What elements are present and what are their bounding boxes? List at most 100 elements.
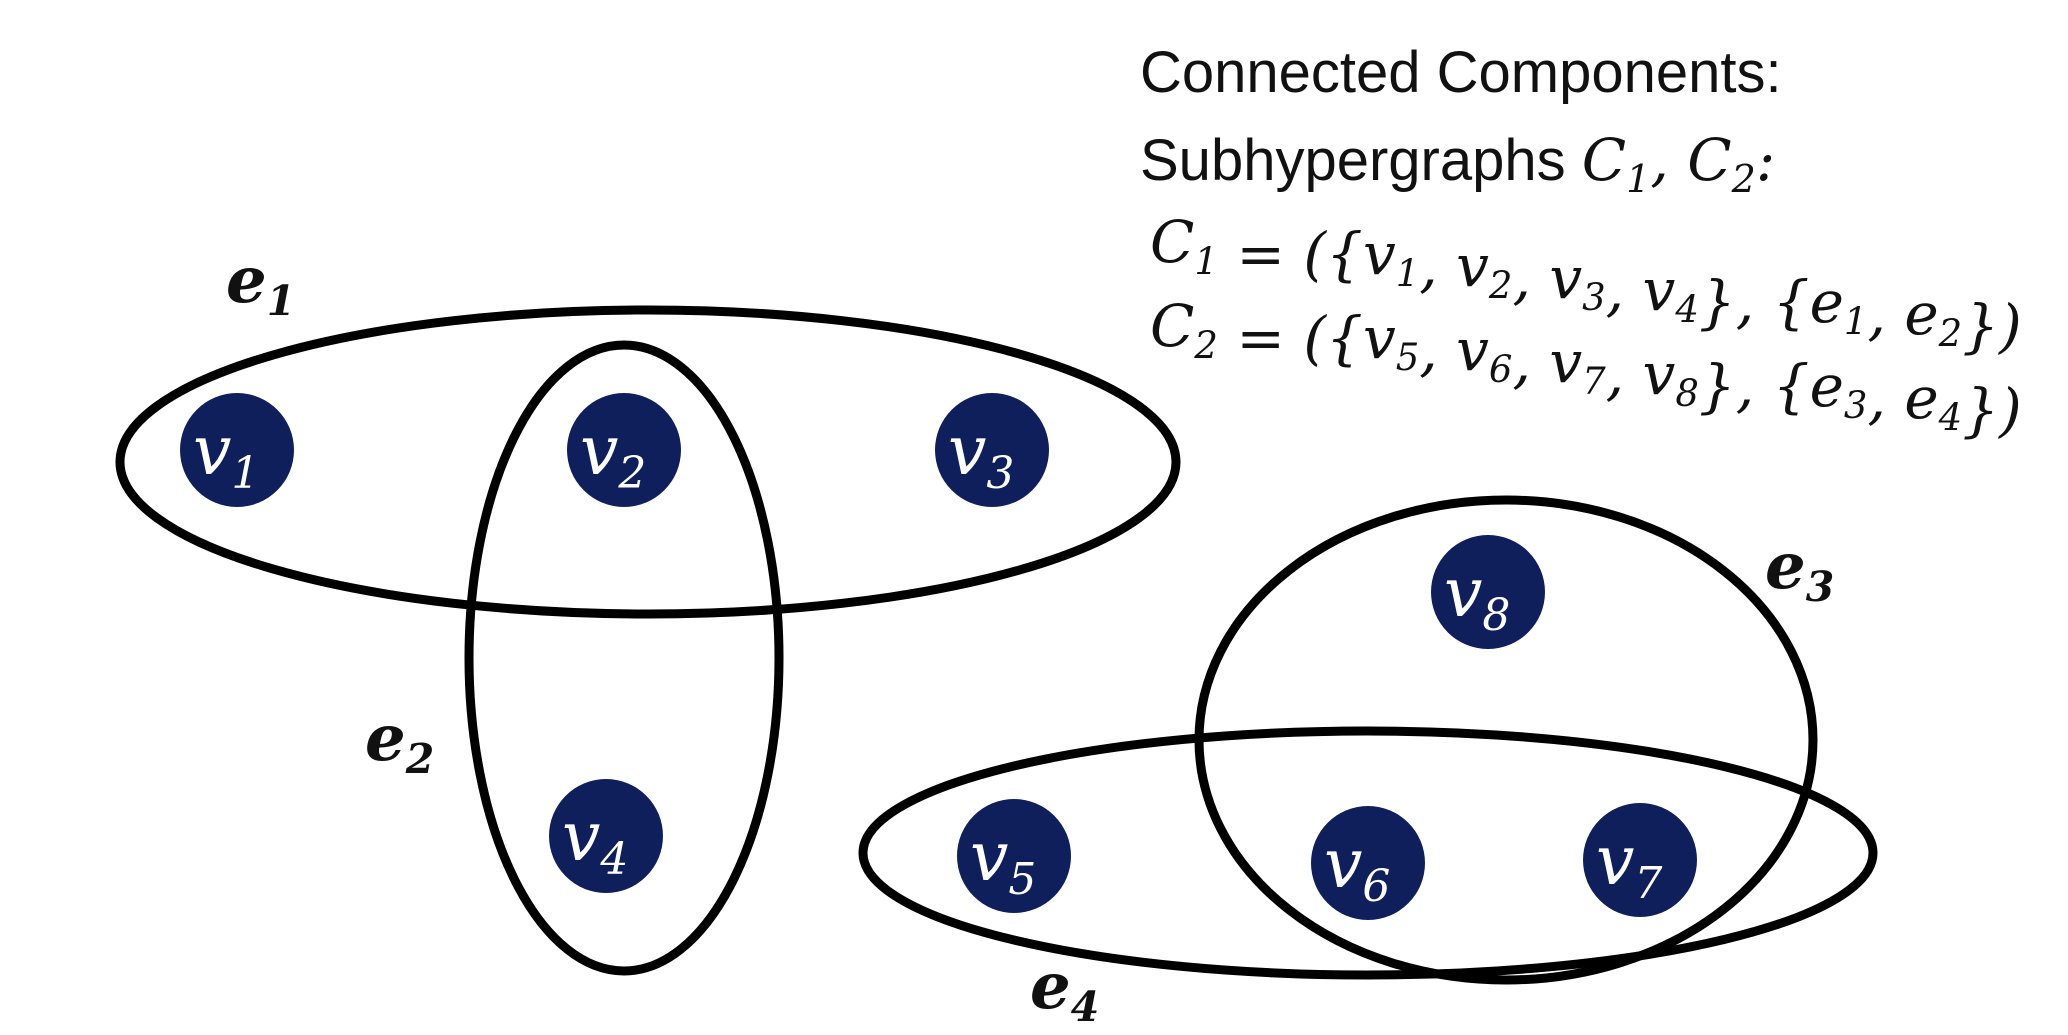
heading-c2-base: C xyxy=(1687,126,1731,194)
hyperedge-label-sub: 4 xyxy=(1071,983,1100,1031)
hyperedge-label-sub: 2 xyxy=(405,735,435,783)
component-name-base: C xyxy=(1150,208,1194,276)
component-vertex-base: v xyxy=(1363,304,1396,372)
vertex-label: v8 xyxy=(1444,554,1510,641)
vertex-label-sub: 1 xyxy=(231,448,259,499)
hyperedge-label-base: e xyxy=(1765,529,1806,604)
hyperedge-label-sub: 1 xyxy=(267,277,296,325)
component-edge-base: e xyxy=(1904,280,1938,348)
component-vertex-sub: 7 xyxy=(1582,360,1606,403)
vertex-circle xyxy=(1311,806,1425,920)
vertex-v1: v1 xyxy=(180,393,294,507)
vertex-v2: v2 xyxy=(567,393,681,507)
component-name-base: C xyxy=(1150,292,1194,360)
component-vertex-base: v xyxy=(1456,316,1489,384)
vertex-label-sub: 8 xyxy=(1482,590,1510,641)
hyperedges xyxy=(115,305,1878,985)
hyperedge-e1 xyxy=(115,305,1181,619)
component-edge-base: e xyxy=(1810,268,1844,336)
vertex-circle xyxy=(1431,535,1545,649)
vertex-v5: v5 xyxy=(957,799,1071,913)
hyperedge-e4 xyxy=(858,726,1878,980)
vertex-v3: v3 xyxy=(935,393,1049,507)
heading-colon: : xyxy=(1756,126,1776,194)
vertex-label-base: v xyxy=(1324,825,1362,904)
component-vertex-base: v xyxy=(1643,256,1676,324)
vertex-circle xyxy=(567,393,681,507)
heading-line1: Connected Components: xyxy=(1140,40,1782,105)
hyperedge-label-e1: e1 xyxy=(226,243,295,325)
hyperedge-label-base: e xyxy=(1030,949,1071,1024)
vertex-label-sub: 5 xyxy=(1008,854,1036,905)
component-edge-sub: 2 xyxy=(1938,312,1963,355)
vertex-v7: v7 xyxy=(1583,803,1697,917)
vertex-v8: v8 xyxy=(1431,535,1545,649)
component-name-sub: 2 xyxy=(1193,324,1218,367)
component-edge-sub: 4 xyxy=(1938,396,1963,439)
component-vertex-base: v xyxy=(1643,340,1676,408)
vertex-label-sub: 7 xyxy=(1634,858,1662,909)
hyperedge-label-e2: e2 xyxy=(365,701,434,783)
vertex-label: v7 xyxy=(1596,822,1662,909)
component-def-1: C1 = ({v1, v2, v3, v4}, {e1, e2}) xyxy=(1150,208,2022,360)
vertex-label-base: v xyxy=(193,412,231,491)
vertex-circle xyxy=(180,393,294,507)
component-vertex-sub: 2 xyxy=(1488,264,1513,307)
component-vertex-sub: 8 xyxy=(1675,372,1699,415)
component-vertex-sub: 6 xyxy=(1489,348,1513,391)
hyperedge-label-e4: e4 xyxy=(1030,949,1099,1031)
component-name-sub: 1 xyxy=(1194,240,1218,283)
heading-c1-base: C xyxy=(1582,126,1626,194)
component-edge-sub: 3 xyxy=(1844,384,1868,427)
component-def-2: C2 = ({v5, v6, v7, v8}, {e3, e4}) xyxy=(1150,292,2022,444)
vertex-label: v6 xyxy=(1324,825,1390,912)
vertex-label-sub: 2 xyxy=(617,448,646,499)
vertex-label-base: v xyxy=(580,412,618,491)
component-vertex-base: v xyxy=(1549,244,1582,312)
vertex-circle xyxy=(1583,803,1697,917)
hyperedge-label-sub: 3 xyxy=(1806,563,1835,611)
vertex-label-base: v xyxy=(948,412,986,491)
vertex-label-base: v xyxy=(562,798,600,877)
vertex-v4: v4 xyxy=(549,779,663,893)
vertex-label-sub: 4 xyxy=(599,834,628,885)
vertex-label-sub: 6 xyxy=(1362,861,1390,912)
hyperedge-label-e3: e3 xyxy=(1765,529,1834,611)
hyperedge-e2 xyxy=(464,340,784,976)
component-vertex-base: v xyxy=(1363,220,1396,288)
component-edge-sub: 1 xyxy=(1844,300,1868,343)
component-vertex-sub: 4 xyxy=(1674,288,1699,331)
vertex-label: v4 xyxy=(562,798,628,885)
vertex-label: v3 xyxy=(948,412,1014,499)
heading-sep: , xyxy=(1650,126,1687,194)
heading-line2-text: Subhypergraphs xyxy=(1140,128,1582,193)
component-vertex-base: v xyxy=(1456,232,1489,300)
component-vertex-base: v xyxy=(1549,328,1582,396)
vertex-circle xyxy=(549,779,663,893)
vertex-label: v5 xyxy=(970,818,1036,905)
hyperedge-label-base: e xyxy=(365,701,406,776)
vertex-label-base: v xyxy=(970,818,1008,897)
component-edge-base: e xyxy=(1810,352,1844,420)
heading-c2-sub: 2 xyxy=(1731,157,1756,201)
heading-c1-sub: 1 xyxy=(1626,157,1650,201)
vertex-circle xyxy=(935,393,1049,507)
hyperedge-label-base: e xyxy=(226,243,267,318)
component-vertex-sub: 1 xyxy=(1396,252,1420,295)
component-vertex-sub: 3 xyxy=(1582,276,1606,319)
vertex-circle xyxy=(957,799,1071,913)
vertex-label: v2 xyxy=(580,412,646,499)
heading-line2: Subhypergraphs C1, C2: xyxy=(1140,126,1775,201)
component-definitions: C1 = ({v1, v2, v3, v4}, {e1, e2})C2 = ({… xyxy=(1150,208,2022,444)
components-heading: Connected Components: Subhypergraphs C1,… xyxy=(1140,40,1782,201)
vertex-v6: v6 xyxy=(1311,806,1425,920)
vertex-label-base: v xyxy=(1444,554,1482,633)
component-vertex-sub: 5 xyxy=(1396,336,1420,379)
vertex-label-sub: 3 xyxy=(986,448,1014,499)
component-edge-base: e xyxy=(1904,364,1938,432)
vertex-label-base: v xyxy=(1596,822,1634,901)
